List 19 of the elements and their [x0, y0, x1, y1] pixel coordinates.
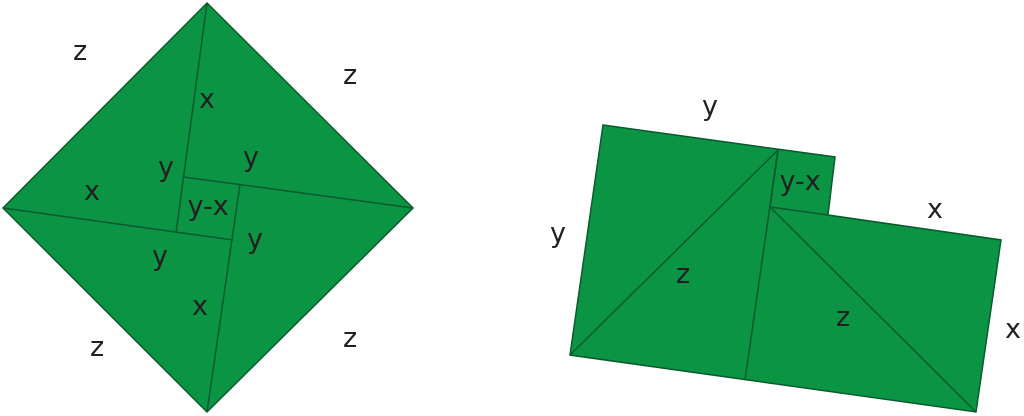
- side-length-label: z: [89, 332, 105, 360]
- side-length-label: x: [1005, 314, 1021, 342]
- side-length-label: y-x: [779, 166, 821, 194]
- side-length-label: y-x: [187, 191, 229, 219]
- side-length-label: y: [152, 241, 168, 269]
- side-length-label: y: [247, 224, 263, 252]
- side-length-label: x: [927, 194, 943, 222]
- side-length-label: z: [342, 323, 358, 351]
- side-length-label: y: [243, 142, 259, 170]
- side-length-label: y: [550, 218, 566, 246]
- side-length-label: z: [342, 60, 358, 88]
- side-length-label: z: [675, 259, 691, 287]
- side-length-label: x: [199, 84, 215, 112]
- side-length-label: y: [702, 91, 718, 119]
- side-length-label: z: [72, 36, 88, 64]
- side-length-label: z: [835, 302, 851, 330]
- side-length-label: x: [192, 291, 208, 319]
- side-length-label: x: [84, 176, 100, 204]
- side-length-label: y: [158, 152, 174, 180]
